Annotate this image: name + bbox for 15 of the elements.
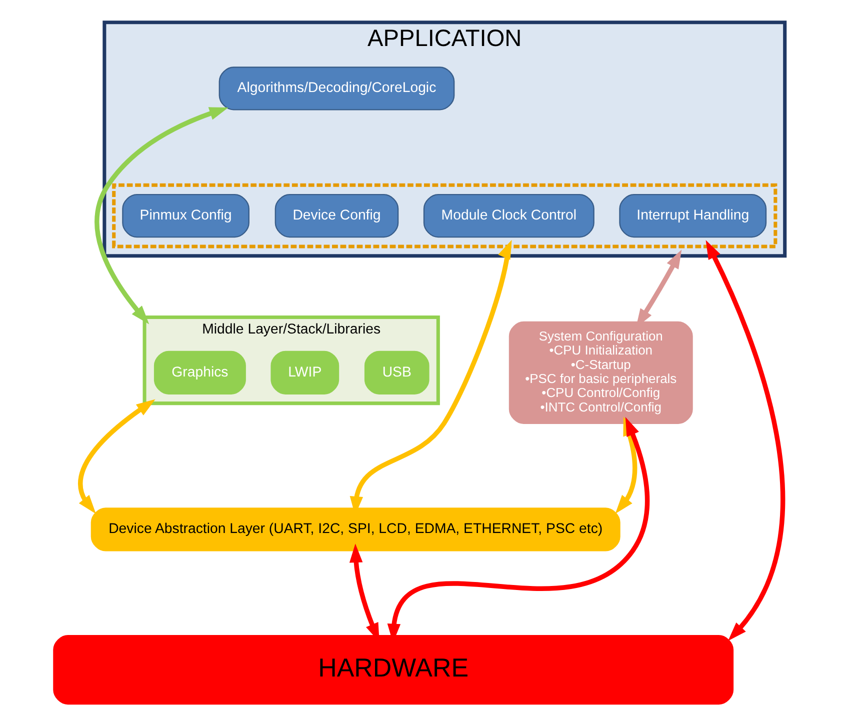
node-box: Device Config: [274, 194, 399, 238]
node-box: Algorithms/Decoding/CoreLogic: [218, 66, 455, 110]
node-box: USB: [364, 350, 430, 394]
arrow: [78, 399, 156, 514]
node-box: LWIP: [270, 350, 340, 394]
node-box: Pinmux Config: [122, 194, 250, 238]
node-box: System Configuration •CPU Initialization •C-Startup •PSC for basic peripherals •CPU Control/Config •INTC Control/Config: [508, 321, 693, 424]
cluster: [112, 183, 778, 248]
node-box: Graphics: [154, 350, 246, 394]
node-box: Device Abstraction Layer (UART, I2C, SPI, LCD, EDMA, ETHERNET, PSC etc): [90, 508, 620, 552]
arrow: [706, 240, 786, 641]
node-box: HARDWARE: [53, 635, 734, 705]
arrow: [94, 107, 228, 324]
node-box: Module Clock Control: [423, 194, 594, 238]
node-box: Interrupt Handling: [619, 194, 767, 238]
